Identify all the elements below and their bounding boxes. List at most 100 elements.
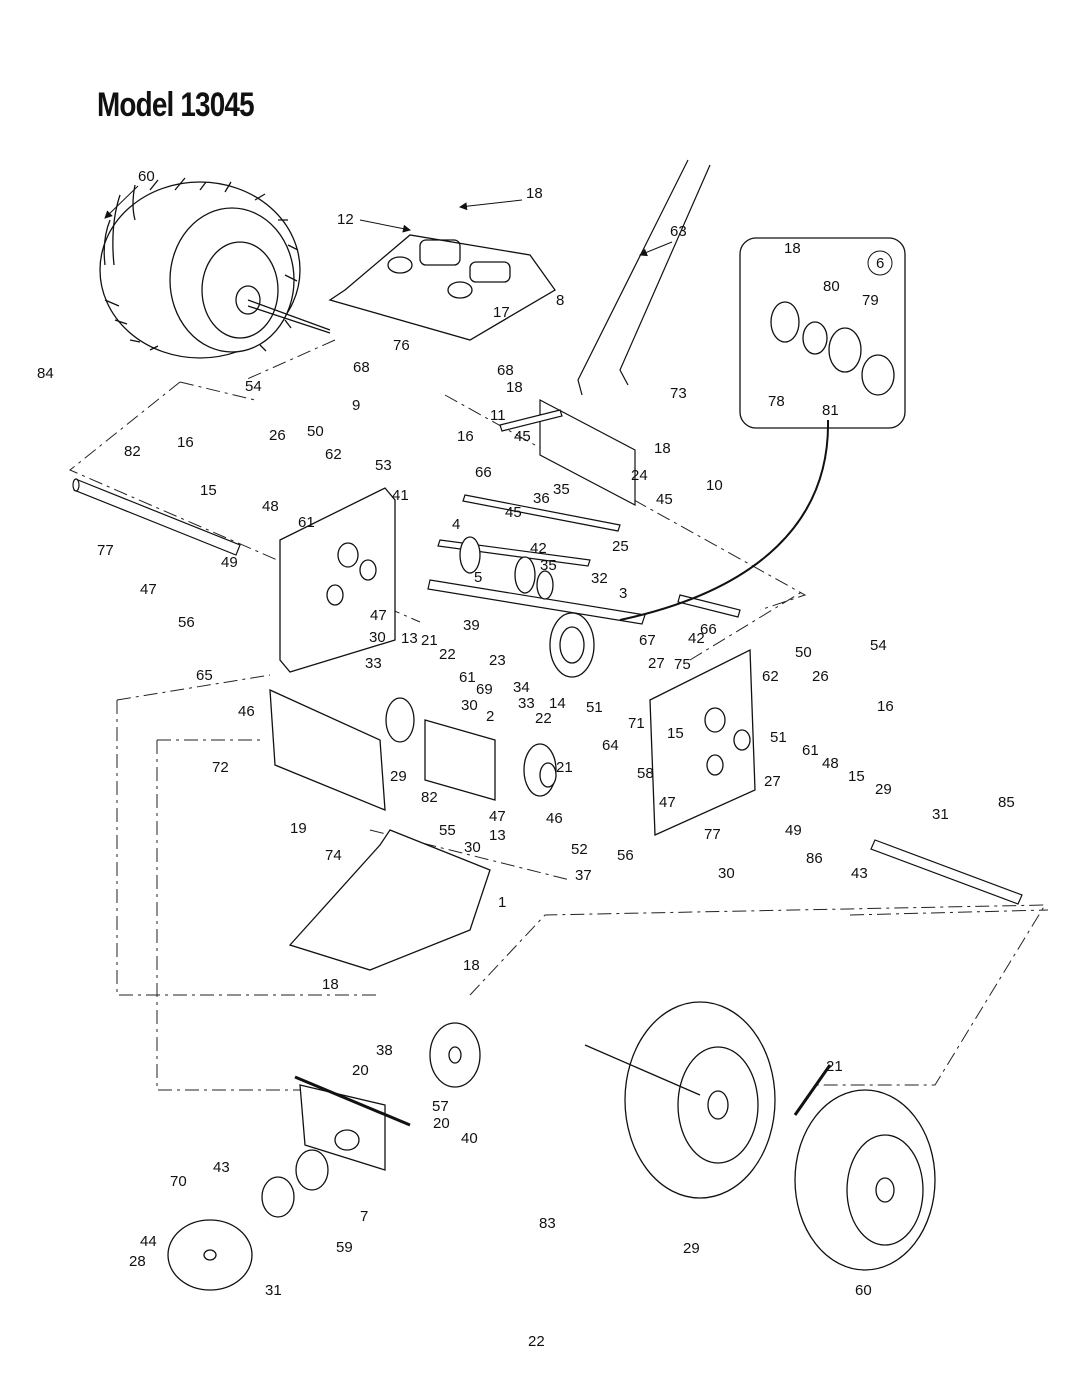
drive-sprocket [459,536,595,678]
callout: 21 [421,632,438,649]
callout: 16 [877,698,894,715]
callout: 45 [514,428,531,445]
callout: 18 [526,185,543,202]
callout: 25 [612,538,629,555]
callout: 42 [530,540,547,557]
callout: 64 [602,737,619,754]
callout: 42 [688,630,705,647]
callout: 63 [670,223,687,240]
callout: 61 [298,514,315,531]
callout: 77 [704,826,721,843]
callout: 23 [489,652,506,669]
callout: 31 [265,1282,282,1299]
callout: 21 [826,1058,843,1075]
callout: 65 [196,667,213,684]
page-title: Model 13045 [97,86,255,124]
callout: 52 [571,841,588,858]
chain-bracket [539,399,636,506]
callout: 43 [851,865,868,882]
callout: 37 [575,867,592,884]
inset-number: 6 [876,255,884,272]
callout: 26 [269,427,286,444]
callout: 20 [433,1115,450,1132]
callout: 18 [463,957,480,974]
callout: 60 [138,168,155,185]
callout: 51 [770,729,787,746]
callout: 15 [200,482,217,499]
callout: 38 [376,1042,393,1059]
callout: 48 [262,498,279,515]
callout: 68 [353,359,370,376]
inset-leader-cable [619,419,830,621]
callout: 86 [806,850,823,867]
callout: 10 [706,477,723,494]
callout: 75 [674,656,691,673]
callout: 58 [637,765,654,782]
axle-right [870,839,1023,905]
callout: 54 [870,637,887,654]
callout: 15 [667,725,684,742]
lower-assembly [167,1022,481,1291]
callout: 78 [768,393,785,410]
callout: 61 [802,742,819,759]
inset-detail-box [739,237,906,429]
callout: 30 [718,865,735,882]
callout: 82 [124,443,141,460]
callout: 1 [498,894,506,911]
callout: 71 [628,715,645,732]
callout-labels: 60 18 12 63 18 6 80 79 17 8 76 68 68 84 … [37,168,1015,1299]
callout: 49 [785,822,802,839]
callout: 74 [325,847,342,864]
tire-lower-right [584,1001,936,1271]
callout: 24 [631,467,648,484]
callout: 30 [461,697,478,714]
callout: 43 [213,1159,230,1176]
callout: 72 [212,759,229,776]
callout: 61 [459,669,476,686]
callout: 33 [365,655,382,672]
callout: 79 [862,292,879,309]
callout: 62 [325,446,342,463]
callout: 48 [822,755,839,772]
callout: 47 [489,808,506,825]
axle-left [72,478,241,556]
callout: 82 [421,789,438,806]
callout: 27 [648,655,665,672]
callout: 2 [486,708,494,725]
callout: 46 [238,703,255,720]
callout: 69 [476,681,493,698]
callout: 46 [546,810,563,827]
callout: 47 [370,607,387,624]
callout: 83 [539,1215,556,1232]
callout: 27 [764,773,781,790]
callout: 21 [556,759,573,776]
top-frame-plate [328,234,556,341]
callout: 44 [140,1233,157,1250]
callout: 39 [463,617,480,634]
callout: 5 [474,569,482,586]
callout: 4 [452,516,460,533]
callout: 84 [37,365,54,382]
callout: 35 [553,481,570,498]
callout: 17 [493,304,510,321]
callout: 8 [556,292,564,309]
callout: 19 [290,820,307,837]
callout: 22 [439,646,456,663]
callout: 66 [700,621,717,638]
callout: 22 [535,710,552,727]
callout: 68 [497,362,514,379]
leader-line [459,199,523,211]
callout: 56 [617,847,634,864]
callout: 16 [177,434,194,451]
callout: 31 [932,806,949,823]
callout: 57 [432,1098,449,1115]
callout: 32 [591,570,608,587]
callout: 45 [656,491,673,508]
right-side-plate [649,648,756,836]
callout: 50 [307,423,324,440]
callout: 40 [461,1130,478,1147]
left-side-plate [279,487,396,673]
callout: 76 [393,337,410,354]
